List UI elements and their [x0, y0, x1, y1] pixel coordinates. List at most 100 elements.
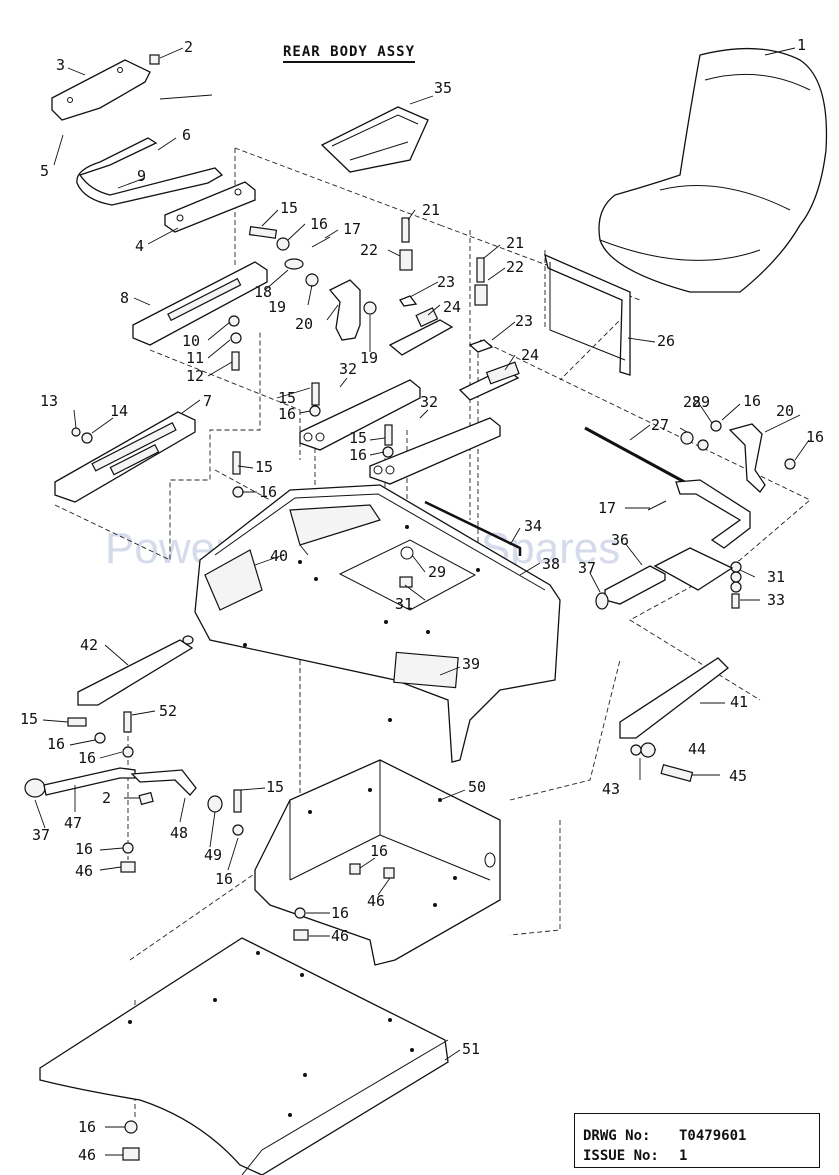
drawing-number-label: DRWG No:: [583, 1128, 651, 1144]
body-panel-part: [194, 484, 561, 763]
seat-part: [598, 47, 828, 293]
callout-16m: 16: [78, 1118, 96, 1136]
callout-21b: 21: [506, 234, 524, 252]
callout-34: 35: [434, 79, 452, 97]
callout-16a: 16: [310, 215, 328, 233]
callout-23b: 23: [515, 312, 533, 330]
drawing-number-value: T0479601: [679, 1128, 747, 1144]
callout-1: 1: [797, 36, 806, 54]
callout-7: 7: [203, 392, 212, 410]
callout-5: 5: [40, 162, 49, 180]
callout-6: 6: [182, 126, 191, 144]
callout-45a: 46: [75, 862, 93, 880]
callout-40: 41: [730, 693, 748, 711]
callout-23a: 23: [437, 273, 455, 291]
callout-16h: 16: [78, 749, 96, 767]
callout-46: 47: [64, 814, 82, 832]
callout-22a: 22: [360, 241, 378, 259]
bracket-top-part: [51, 54, 160, 121]
callout-49: 50: [468, 778, 486, 796]
callout-36b: 37: [32, 826, 50, 844]
callout-16d: 16: [259, 483, 277, 501]
callout-43: 44: [688, 740, 706, 758]
callout-47: 48: [170, 824, 188, 842]
callout-18: 18: [254, 283, 272, 301]
callout-20a: 20: [295, 315, 313, 333]
callout-28: 28: [683, 393, 701, 411]
callout-50: 51: [462, 1040, 480, 1058]
issue-number-value: 1: [679, 1148, 688, 1164]
callout-44: 45: [729, 767, 747, 785]
upper-hardware: [71, 225, 377, 444]
callout-19b: 19: [360, 349, 378, 367]
seat-rails: [232, 379, 501, 498]
callout-41: 42: [80, 636, 98, 654]
callout-29b: 29: [428, 563, 446, 581]
grip-part: [595, 547, 734, 610]
callout-15b: 15: [278, 389, 296, 407]
callout-35: 36: [611, 531, 629, 549]
callout-45d: 46: [78, 1146, 96, 1164]
callout-3: 3: [56, 56, 65, 74]
callout-42: 43: [602, 780, 620, 798]
callout-45b: 46: [367, 892, 385, 910]
callout-38: 39: [462, 655, 480, 673]
callout-9: 9: [137, 167, 146, 185]
callout-48: 49: [204, 846, 222, 864]
callout-2: 2: [184, 38, 193, 56]
callout-16g: 16: [47, 735, 65, 753]
callout-39: 40: [270, 547, 288, 565]
callout-15d: 15: [255, 458, 273, 476]
tray-part: [320, 106, 429, 173]
handle-and-plate: [76, 137, 256, 233]
callout-16i: 16: [370, 842, 388, 860]
callout-24a: 24: [443, 298, 461, 316]
callout-30b: 31: [395, 595, 413, 613]
callout-15e: 15: [20, 710, 38, 728]
callout-19a: 19: [268, 298, 286, 316]
callout-8: 8: [120, 289, 129, 307]
callout-12: 12: [186, 367, 204, 385]
callout-16e: 16: [743, 392, 761, 410]
callout-24b: 24: [521, 346, 539, 364]
callout-11: 11: [186, 349, 204, 367]
callout-31: 33: [767, 591, 785, 609]
callout-29a: 29: [692, 393, 710, 411]
callout-51: 52: [159, 702, 177, 720]
link-parts: [77, 635, 729, 782]
callout-4: 4: [135, 237, 144, 255]
callout-16f: 16: [806, 428, 824, 446]
rail-bracket-part: [132, 261, 268, 346]
leader-lines: [34, 47, 810, 1156]
diagram-title: REAR BODY ASSY: [283, 44, 416, 63]
callout-16j: 16: [75, 840, 93, 858]
callout-32b: 32: [420, 393, 438, 411]
spring-assembly: [388, 217, 520, 401]
callout-30a: 31: [767, 568, 785, 586]
drawing-info-box: DRWG No: T0479601 ISSUE No: 1: [574, 1113, 820, 1168]
lever-assembly: [24, 711, 244, 873]
callout-33: 34: [524, 517, 542, 535]
shield-part: [544, 253, 631, 376]
callout-16c: 16: [349, 446, 367, 464]
callout-45c: 46: [331, 927, 349, 945]
slide-rail-part: [54, 411, 196, 503]
part-callouts: 1 2 3 35 5 6 9 4 15 16 17 21 22 21 22 23…: [20, 36, 824, 1164]
callout-21a: 21: [422, 201, 440, 219]
callout-26: 26: [657, 332, 675, 350]
callout-15c: 15: [349, 429, 367, 447]
callout-16k: 16: [215, 870, 233, 888]
rod-33-part: [424, 500, 522, 556]
rod-handle-assembly: [584, 420, 796, 609]
issue-number-label: ISSUE No:: [583, 1148, 659, 1164]
callout-13: 13: [40, 392, 58, 410]
callout-32a: 32: [339, 360, 357, 378]
callout-16l: 16: [331, 904, 349, 922]
frame-part: [254, 759, 501, 966]
callout-22b: 22: [506, 258, 524, 276]
callout-36a: 37: [578, 559, 596, 577]
callout-17: 17: [343, 220, 361, 238]
callout-15a: 15: [280, 199, 298, 217]
